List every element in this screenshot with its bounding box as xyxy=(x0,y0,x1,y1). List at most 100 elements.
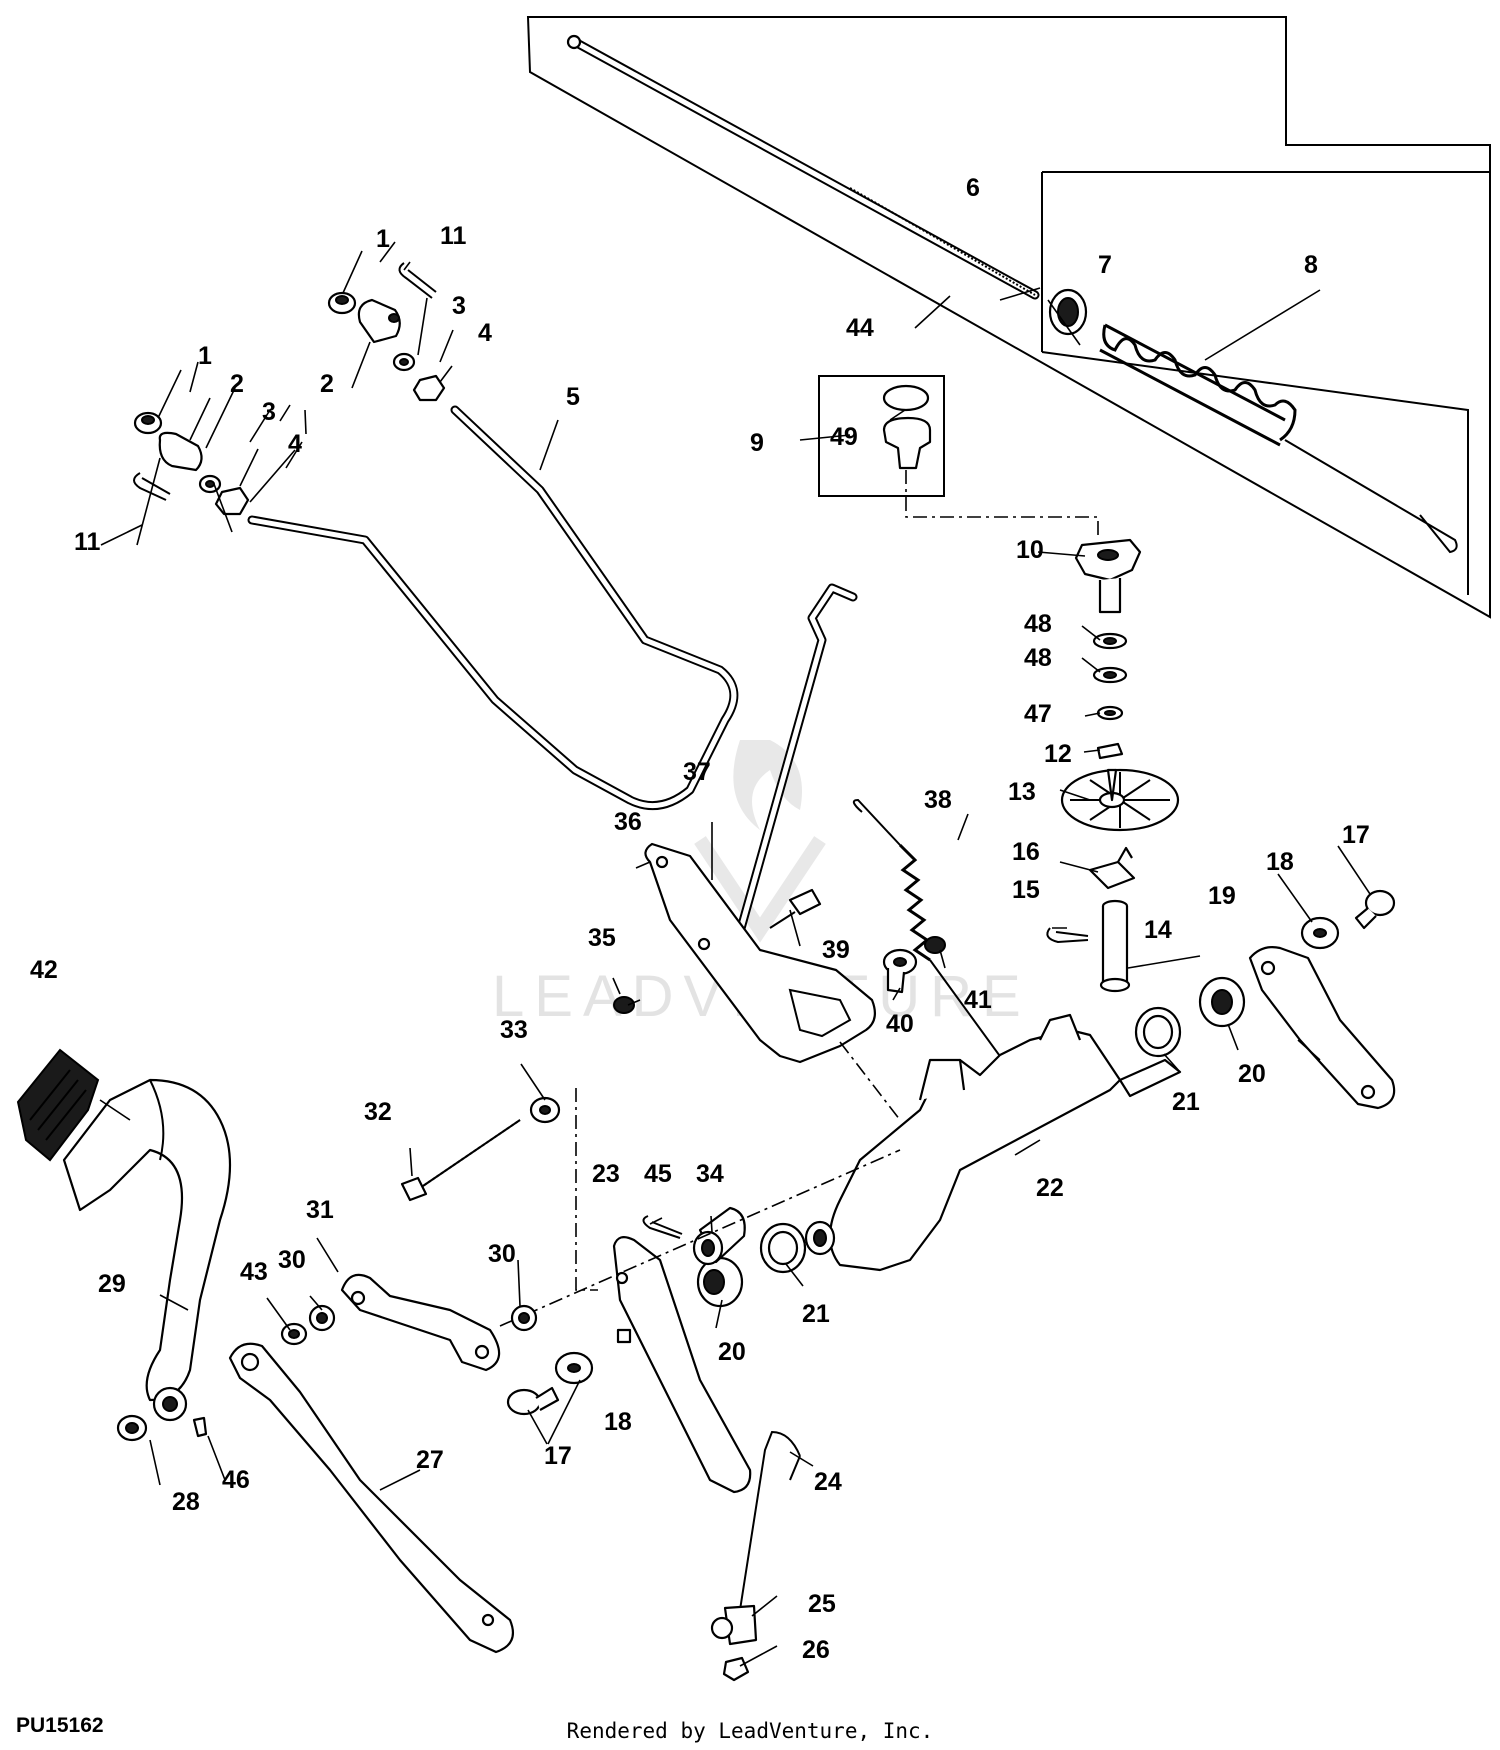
spring-8 xyxy=(1099,323,1458,554)
arm-19 xyxy=(1248,946,1396,1110)
callout-25: 25 xyxy=(808,1590,836,1618)
rod-6 xyxy=(566,34,1040,300)
bushing-34 xyxy=(692,1206,746,1266)
cotter-pin-11-lower xyxy=(133,472,171,501)
clip-12 xyxy=(1096,742,1124,760)
callout-48: 48 xyxy=(1024,610,1052,638)
pedal-arm-29 xyxy=(62,1078,232,1402)
cotter-pin-11-upper xyxy=(398,262,437,299)
kit-boundary-44 xyxy=(526,16,1491,619)
washer-21-right xyxy=(1134,1006,1182,1058)
callout-28: 28 xyxy=(172,1488,200,1516)
callout-16: 16 xyxy=(1012,838,1040,866)
figure-id: PU15162 xyxy=(16,1714,104,1737)
shaft-14 xyxy=(1099,899,1131,993)
callout-38: 38 xyxy=(924,786,952,814)
callout-11: 11 xyxy=(440,222,467,250)
washer-3-upper xyxy=(392,352,416,372)
callout-13: 13 xyxy=(1008,778,1036,806)
kit-boundary-8 xyxy=(1041,171,1490,595)
callout-1: 1 xyxy=(198,342,212,370)
rod-24 xyxy=(739,1430,801,1611)
bracket-36 xyxy=(644,842,877,1064)
washer-48-a xyxy=(1092,632,1128,650)
nut-1-upper xyxy=(327,291,357,315)
bushing-40 xyxy=(882,948,918,994)
callout-22: 22 xyxy=(1036,1174,1064,1202)
callout-32: 32 xyxy=(364,1098,392,1126)
nut-7 xyxy=(1048,288,1088,336)
callout-12: 12 xyxy=(1044,740,1072,768)
pin-15 xyxy=(1046,927,1089,944)
washer-48-b xyxy=(1092,666,1128,684)
callout-10: 10 xyxy=(1016,536,1044,564)
ferrule-2-lower xyxy=(158,431,203,472)
fitting-46 xyxy=(192,1416,208,1438)
ferrule-2-upper xyxy=(357,298,401,344)
callout-41: 41 xyxy=(964,986,992,1014)
callout-36: 36 xyxy=(614,808,642,836)
ferrule-25 xyxy=(710,1604,758,1646)
callout-21: 21 xyxy=(1172,1088,1200,1116)
callout-37: 37 xyxy=(683,758,711,786)
nut-35 xyxy=(613,996,635,1014)
render-credit: Rendered by LeadVenture, Inc. xyxy=(566,1719,934,1743)
callout-30: 30 xyxy=(488,1240,516,1268)
callout-4: 4 xyxy=(288,430,302,458)
callout-3: 3 xyxy=(452,292,466,320)
callout-46: 46 xyxy=(222,1466,250,1494)
callout-43: 43 xyxy=(240,1258,268,1286)
nut-26 xyxy=(722,1656,750,1682)
callout-39: 39 xyxy=(822,936,850,964)
bolt-32 xyxy=(400,1119,521,1202)
washer-3-lower xyxy=(198,474,222,494)
wheel-13 xyxy=(1060,768,1180,832)
bushing-20-right xyxy=(1198,976,1246,1028)
bushing-28 xyxy=(116,1414,148,1442)
callout-6: 6 xyxy=(966,174,980,202)
callout-47: 47 xyxy=(1024,700,1052,728)
callout-29: 29 xyxy=(98,1270,126,1298)
washer-21-left xyxy=(759,1222,807,1274)
assembly-line-9-10 xyxy=(905,470,1099,540)
callout-7: 7 xyxy=(1098,251,1112,279)
callout-4: 4 xyxy=(478,319,492,347)
callout-5: 5 xyxy=(566,383,580,411)
washer-47 xyxy=(1096,705,1124,721)
kit-box-9 xyxy=(818,375,945,497)
callout-45: 45 xyxy=(644,1160,672,1188)
callout-2: 2 xyxy=(230,370,244,398)
callout-33: 33 xyxy=(500,1016,528,1044)
callout-49: 49 xyxy=(830,423,858,451)
callout-8: 8 xyxy=(1304,251,1318,279)
bushing-20-left xyxy=(696,1256,744,1308)
callout-3: 3 xyxy=(262,398,276,426)
callout-15: 15 xyxy=(1012,876,1040,904)
callout-42: 42 xyxy=(30,956,58,984)
callout-11: 11 xyxy=(74,528,101,556)
nut-41 xyxy=(924,936,946,954)
bolt-17-right xyxy=(1354,889,1396,930)
bracket-16 xyxy=(1088,846,1136,890)
washer-30-left xyxy=(308,1304,336,1332)
leader-lines xyxy=(99,241,1371,1667)
callouts: 1 1 2 2 3 3 4 4 5 6 7 8 9 10 11 11 12 13… xyxy=(30,174,1370,1664)
callout-18: 18 xyxy=(1266,848,1294,876)
callout-9: 9 xyxy=(750,429,764,457)
rod-5 xyxy=(247,405,739,811)
callout-19: 19 xyxy=(1208,882,1236,910)
shaft-assembly-22 xyxy=(804,1013,1182,1272)
callout-31: 31 xyxy=(306,1196,334,1224)
callout-27: 27 xyxy=(416,1446,444,1474)
callout-20: 20 xyxy=(718,1338,746,1366)
nut-4-lower xyxy=(214,486,250,516)
washer-33 xyxy=(529,1096,561,1124)
bolt-17-lower xyxy=(506,1386,560,1416)
callout-20: 20 xyxy=(1238,1060,1266,1088)
callout-2: 2 xyxy=(320,370,334,398)
washer-18-right xyxy=(1300,916,1340,950)
callout-44: 44 xyxy=(846,314,874,342)
nut-43 xyxy=(280,1322,308,1346)
nut-1-lower xyxy=(133,411,163,435)
